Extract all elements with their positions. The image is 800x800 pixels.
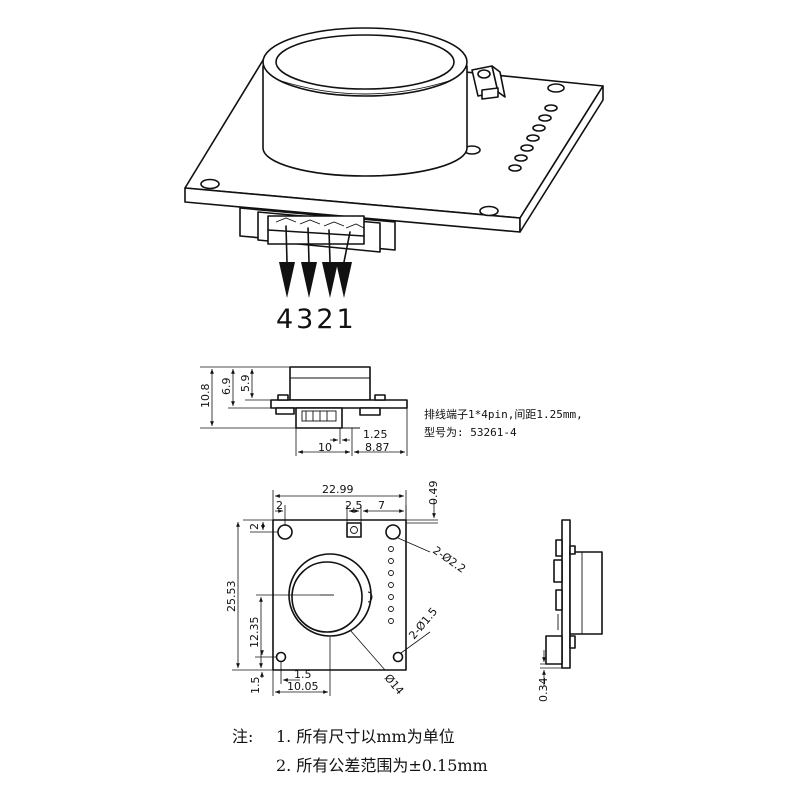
notes-line2: 2. 所有公差范围为±0.15mm xyxy=(276,756,488,775)
dim-width: 22.99 xyxy=(322,483,354,496)
top-lens-inner xyxy=(291,561,363,633)
connector-note-line1: 排线端子1*4pin,间距1.25mm, xyxy=(424,407,583,421)
notes-line1: 1. 所有尺寸以mm为单位 xyxy=(276,727,455,746)
dim-thickness: 0.34 xyxy=(537,678,550,703)
notes: 注: 1. 所有尺寸以mm为单位 2. 所有公差范围为±0.15mm xyxy=(232,727,488,775)
pin-arrow-4 xyxy=(279,262,295,298)
pin-wires xyxy=(279,225,352,298)
dim-left-1-5: 1.5 xyxy=(249,677,262,695)
rear-component xyxy=(471,65,506,100)
lens-rim-inner xyxy=(275,34,455,90)
pad-row xyxy=(508,104,558,172)
pin-arrow-1 xyxy=(336,262,352,298)
dim-offset-8-87: 8.87 xyxy=(365,441,390,454)
dim-edge-0-49: 0.49 xyxy=(427,481,440,506)
dim-pin-pitch: 1.25 xyxy=(363,428,388,441)
dim-center-y: 12.35 xyxy=(248,617,261,649)
side-board xyxy=(270,399,408,409)
dim-6-9: 6.9 xyxy=(220,378,233,396)
top-hole-tr xyxy=(385,524,401,540)
lens-cylinder xyxy=(262,27,468,177)
top-hole-br xyxy=(392,651,404,663)
dim-5-9: 5.9 xyxy=(239,375,252,393)
right-side-view: 0.34 xyxy=(537,519,603,703)
dim-top-left-2: 2 xyxy=(276,499,283,512)
mount-hole-front-right xyxy=(479,205,499,217)
right-lens xyxy=(569,551,603,635)
connector-housing xyxy=(239,207,396,253)
side-view: 10.8 6.9 5.9 1.25 10 8.87 排线端子1*4pin,间距1… xyxy=(199,366,583,456)
top-hole-tl xyxy=(277,524,293,540)
dim-left-top-2: 2 xyxy=(248,523,261,530)
top-hole-bl xyxy=(275,651,287,663)
dim-center-x: 10.05 xyxy=(287,680,319,693)
pin-arrow-3 xyxy=(301,262,317,298)
isometric-view: 4321 xyxy=(184,27,604,335)
top-square-pad xyxy=(346,522,362,538)
side-lens xyxy=(289,366,371,401)
board-right-edge xyxy=(519,85,604,233)
top-pad-column xyxy=(388,546,394,624)
notes-prefix: 注: xyxy=(232,727,253,746)
dim-slot-2-5: 2.5 xyxy=(345,499,363,512)
mount-hole-front-left xyxy=(200,178,220,190)
dim-height: 25.53 xyxy=(225,581,238,613)
side-connector xyxy=(295,407,343,429)
dim-lens-dia: Ø14 xyxy=(382,672,407,698)
mount-hole-rear-right xyxy=(547,83,565,93)
right-components xyxy=(545,539,576,665)
pin-arrow-2 xyxy=(322,262,338,298)
dim-offset-10: 10 xyxy=(318,441,332,454)
dim-bottom-1-5: 1.5 xyxy=(294,668,312,681)
right-board xyxy=(561,519,571,669)
dim-total-height: 10.8 xyxy=(199,384,212,409)
dim-slot-7: 7 xyxy=(378,499,385,512)
connector-note-line2: 型号为: 53261-4 xyxy=(424,425,517,439)
top-view: 22.99 2 2.5 7 0.49 2 25.53 12.35 xyxy=(225,481,468,698)
pin-labels: 4321 xyxy=(276,304,357,335)
dim-hole-2-2: 2-Ø2.2 xyxy=(430,544,468,576)
